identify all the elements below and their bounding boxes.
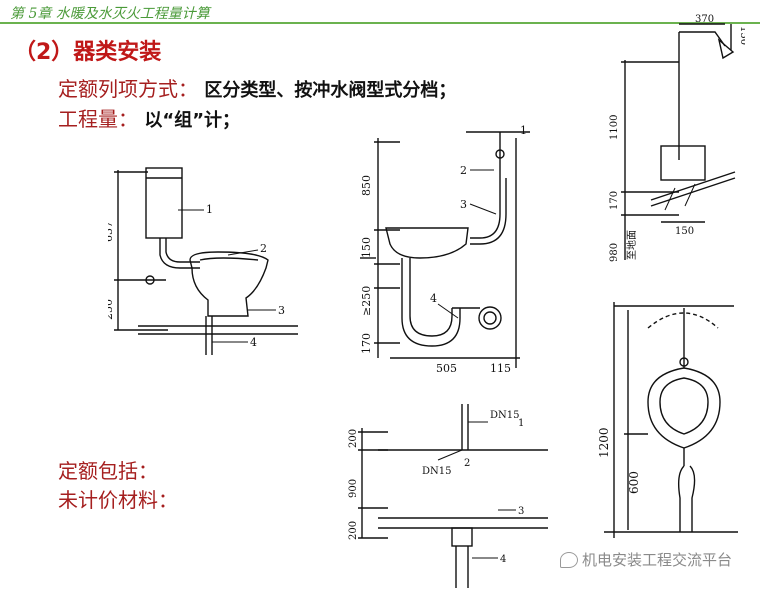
urinal-dim-600: 600 <box>627 471 641 494</box>
shower-dim-370: 370 <box>695 14 714 25</box>
basin-dim-170: 170 <box>360 333 373 354</box>
basin-callout-2: 2 <box>460 164 467 177</box>
basin-callout-3: 3 <box>460 198 467 211</box>
sink-callout-1: 1 <box>518 418 524 429</box>
section-title: （2）器类安装 <box>14 40 162 65</box>
basin-drawing: 850 150 170 ≥250 505 115 1 2 3 4 <box>360 124 530 375</box>
toilet-callout-4: 4 <box>250 336 257 349</box>
toilet-dim-250: 250 <box>108 299 115 320</box>
quantity-label: 工程量： <box>58 107 138 131</box>
basin-callout-4: 4 <box>430 292 437 305</box>
sink-label-dn15-lower: DN15 <box>422 466 452 477</box>
basin-dim-850: 850 <box>360 175 373 196</box>
wechat-icon <box>560 551 578 568</box>
unpriced-materials-row: 未计价材料： <box>58 484 178 513</box>
basin-dim-150: 150 <box>360 237 373 258</box>
basin-dim-250: ≥250 <box>360 286 373 316</box>
urinal-drawing: 1200 600 <box>597 302 738 538</box>
shower-dim-150-bottom: 150 <box>675 226 694 237</box>
shower-dim-150-top: 150 <box>738 26 745 45</box>
shower-dim-1100: 1100 <box>609 115 620 140</box>
shower-floor-label: 至地面 <box>625 230 638 260</box>
sink-callout-4: 4 <box>500 554 506 565</box>
unpriced-materials-label: 未计价材料： <box>58 488 178 512</box>
toilet-drawing: 637 250 1 2 3 4 <box>108 167 298 355</box>
urinal-dim-1200: 1200 <box>597 427 611 458</box>
header-bar: 第 5章 水暖及水灭火工程量计算 <box>0 0 760 24</box>
sink-dim-200-bottom: 200 <box>348 521 359 540</box>
toilet-dim-637: 637 <box>108 221 115 242</box>
header-divider <box>0 22 760 24</box>
quantity-row: 工程量： 以“组”计； <box>58 103 240 132</box>
sink-label-dn15-upper: DN15 <box>490 410 520 421</box>
quota-includes-row: 定额包括： <box>58 455 158 484</box>
toilet-callout-1: 1 <box>206 203 213 216</box>
shower-drawing: 370 150 1100 170 980 150 至地面 <box>609 14 745 262</box>
basin-dim-115: 115 <box>490 362 511 375</box>
quantity-value: 以“组”计； <box>144 110 241 131</box>
toilet-callout-2: 2 <box>260 242 267 255</box>
sink-drawing: 200 900 200 DN15 DN15 1 2 3 4 <box>348 404 548 588</box>
quota-method-label: 定额列项方式： <box>58 77 198 101</box>
quota-method-row: 定额列项方式： 区分类型、按冲水阀型式分档； <box>58 73 456 102</box>
watermark: 机电安装工程交流平台 <box>560 549 732 570</box>
chapter-title: 第 5章 水暖及水灭火工程量计算 <box>10 6 210 22</box>
basin-dim-505: 505 <box>436 362 457 375</box>
shower-dim-980: 980 <box>609 243 620 262</box>
sink-callout-3: 3 <box>518 506 524 517</box>
toilet-callout-3: 3 <box>278 304 285 317</box>
basin-callout-1: 1 <box>520 124 527 137</box>
shower-dim-170: 170 <box>609 191 620 210</box>
sink-dim-200-top: 200 <box>348 429 359 448</box>
sink-dim-900: 900 <box>348 479 359 498</box>
sink-callout-2: 2 <box>464 458 470 469</box>
quota-includes-label: 定额包括： <box>58 459 158 483</box>
quota-method-value: 区分类型、按冲水阀型式分档； <box>204 80 457 101</box>
watermark-text: 机电安装工程交流平台 <box>582 551 733 569</box>
